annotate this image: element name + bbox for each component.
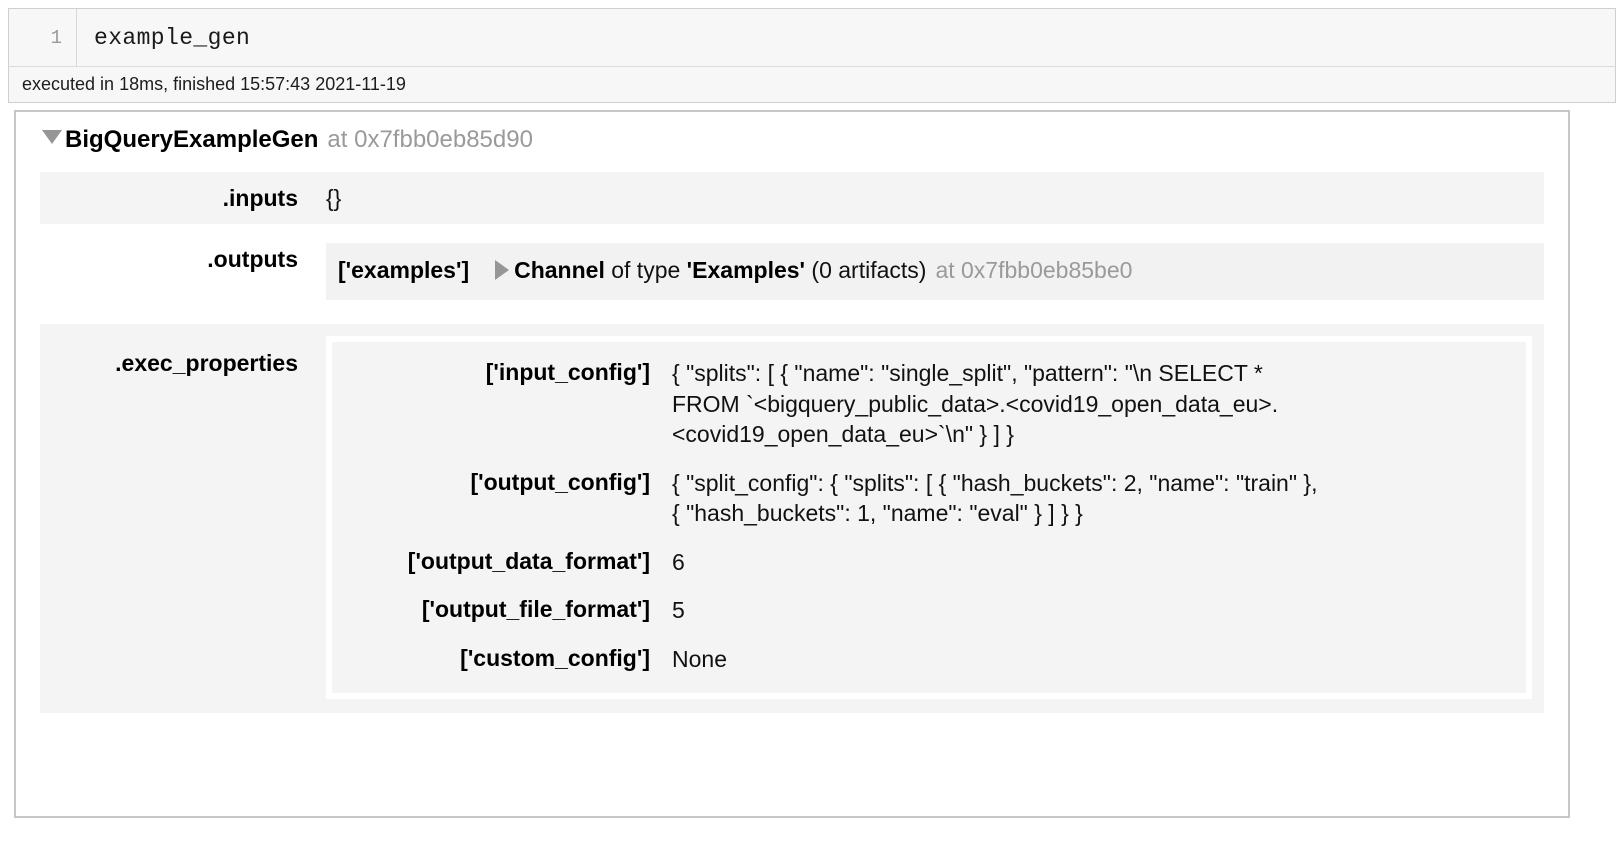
of-type-text: of type <box>604 257 687 283</box>
property-key: ['output_file_format'] <box>421 596 650 623</box>
property-row: ['custom_config'] None <box>332 644 1526 675</box>
notebook-cell: 1 example_gen executed in 18ms, finished… <box>8 8 1616 103</box>
component-header[interactable]: BigQueryExampleGen at 0x7fbb0eb85d90 <box>16 112 1568 154</box>
line-number-gutter: 1 <box>9 9 77 66</box>
exec-properties-label: .exec_properties <box>115 350 298 376</box>
component-name: BigQueryExampleGen <box>65 126 319 153</box>
property-row: ['output_config'] { "split_config": { "s… <box>332 468 1526 529</box>
triangle-down-icon[interactable] <box>42 130 62 144</box>
code-input-cell[interactable]: 1 example_gen <box>8 8 1616 66</box>
exec-properties-box: ['input_config'] { "splits": [ { "name":… <box>326 336 1532 699</box>
code-editor-area[interactable]: example_gen <box>77 9 1615 66</box>
property-row: ['output_file_format'] 5 <box>332 595 1526 626</box>
channel-word: Channel <box>514 257 605 283</box>
property-key: ['custom_config'] <box>460 645 650 672</box>
line-number: 1 <box>50 26 62 49</box>
property-value: 5 <box>672 597 685 624</box>
exec-properties-row: .exec_properties ['input_config'] { "spl… <box>40 324 1544 713</box>
channel-description[interactable]: Channel of type 'Examples' (0 artifacts)… <box>495 257 1132 284</box>
execution-status-text: executed in 18ms, finished 15:57:43 2021… <box>22 74 406 94</box>
outputs-box: ['examples'] Channel of type 'Examples' … <box>326 243 1544 300</box>
component-address: at 0x7fbb0eb85d90 <box>327 126 533 153</box>
output-key-examples: ['examples'] <box>338 257 470 283</box>
property-row: ['output_data_format'] 6 <box>332 547 1526 578</box>
inputs-row: .inputs {} <box>40 172 1544 224</box>
property-key: ['output_data_format'] <box>407 547 650 574</box>
component-output-container: BigQueryExampleGen at 0x7fbb0eb85d90 .in… <box>14 110 1570 818</box>
property-key: ['input_config'] <box>485 359 650 385</box>
artifact-count: (0 artifacts) <box>811 257 927 283</box>
triangle-right-icon[interactable] <box>495 260 510 280</box>
outputs-row: .outputs ['examples'] Channel of type 'E… <box>40 243 1544 300</box>
property-row: ['input_config'] { "splits": [ { "name":… <box>332 358 1526 450</box>
channel-address: at 0x7fbb0eb85be0 <box>935 257 1133 283</box>
property-value: None <box>672 646 727 673</box>
outputs-label: .outputs <box>207 246 298 272</box>
property-value: { "split_config": { "splits": [ { "hash_… <box>672 469 1318 527</box>
property-value: 6 <box>672 548 685 575</box>
property-value: { "splits": [ { "name": "single_split", … <box>672 360 1279 448</box>
code-text: example_gen <box>94 24 251 51</box>
artifact-type: 'Examples' <box>686 257 806 283</box>
inputs-label: .inputs <box>222 184 298 211</box>
property-key: ['output_config'] <box>470 468 650 495</box>
inputs-value: {} <box>326 184 342 211</box>
execution-status-bar: executed in 18ms, finished 15:57:43 2021… <box>8 66 1616 103</box>
